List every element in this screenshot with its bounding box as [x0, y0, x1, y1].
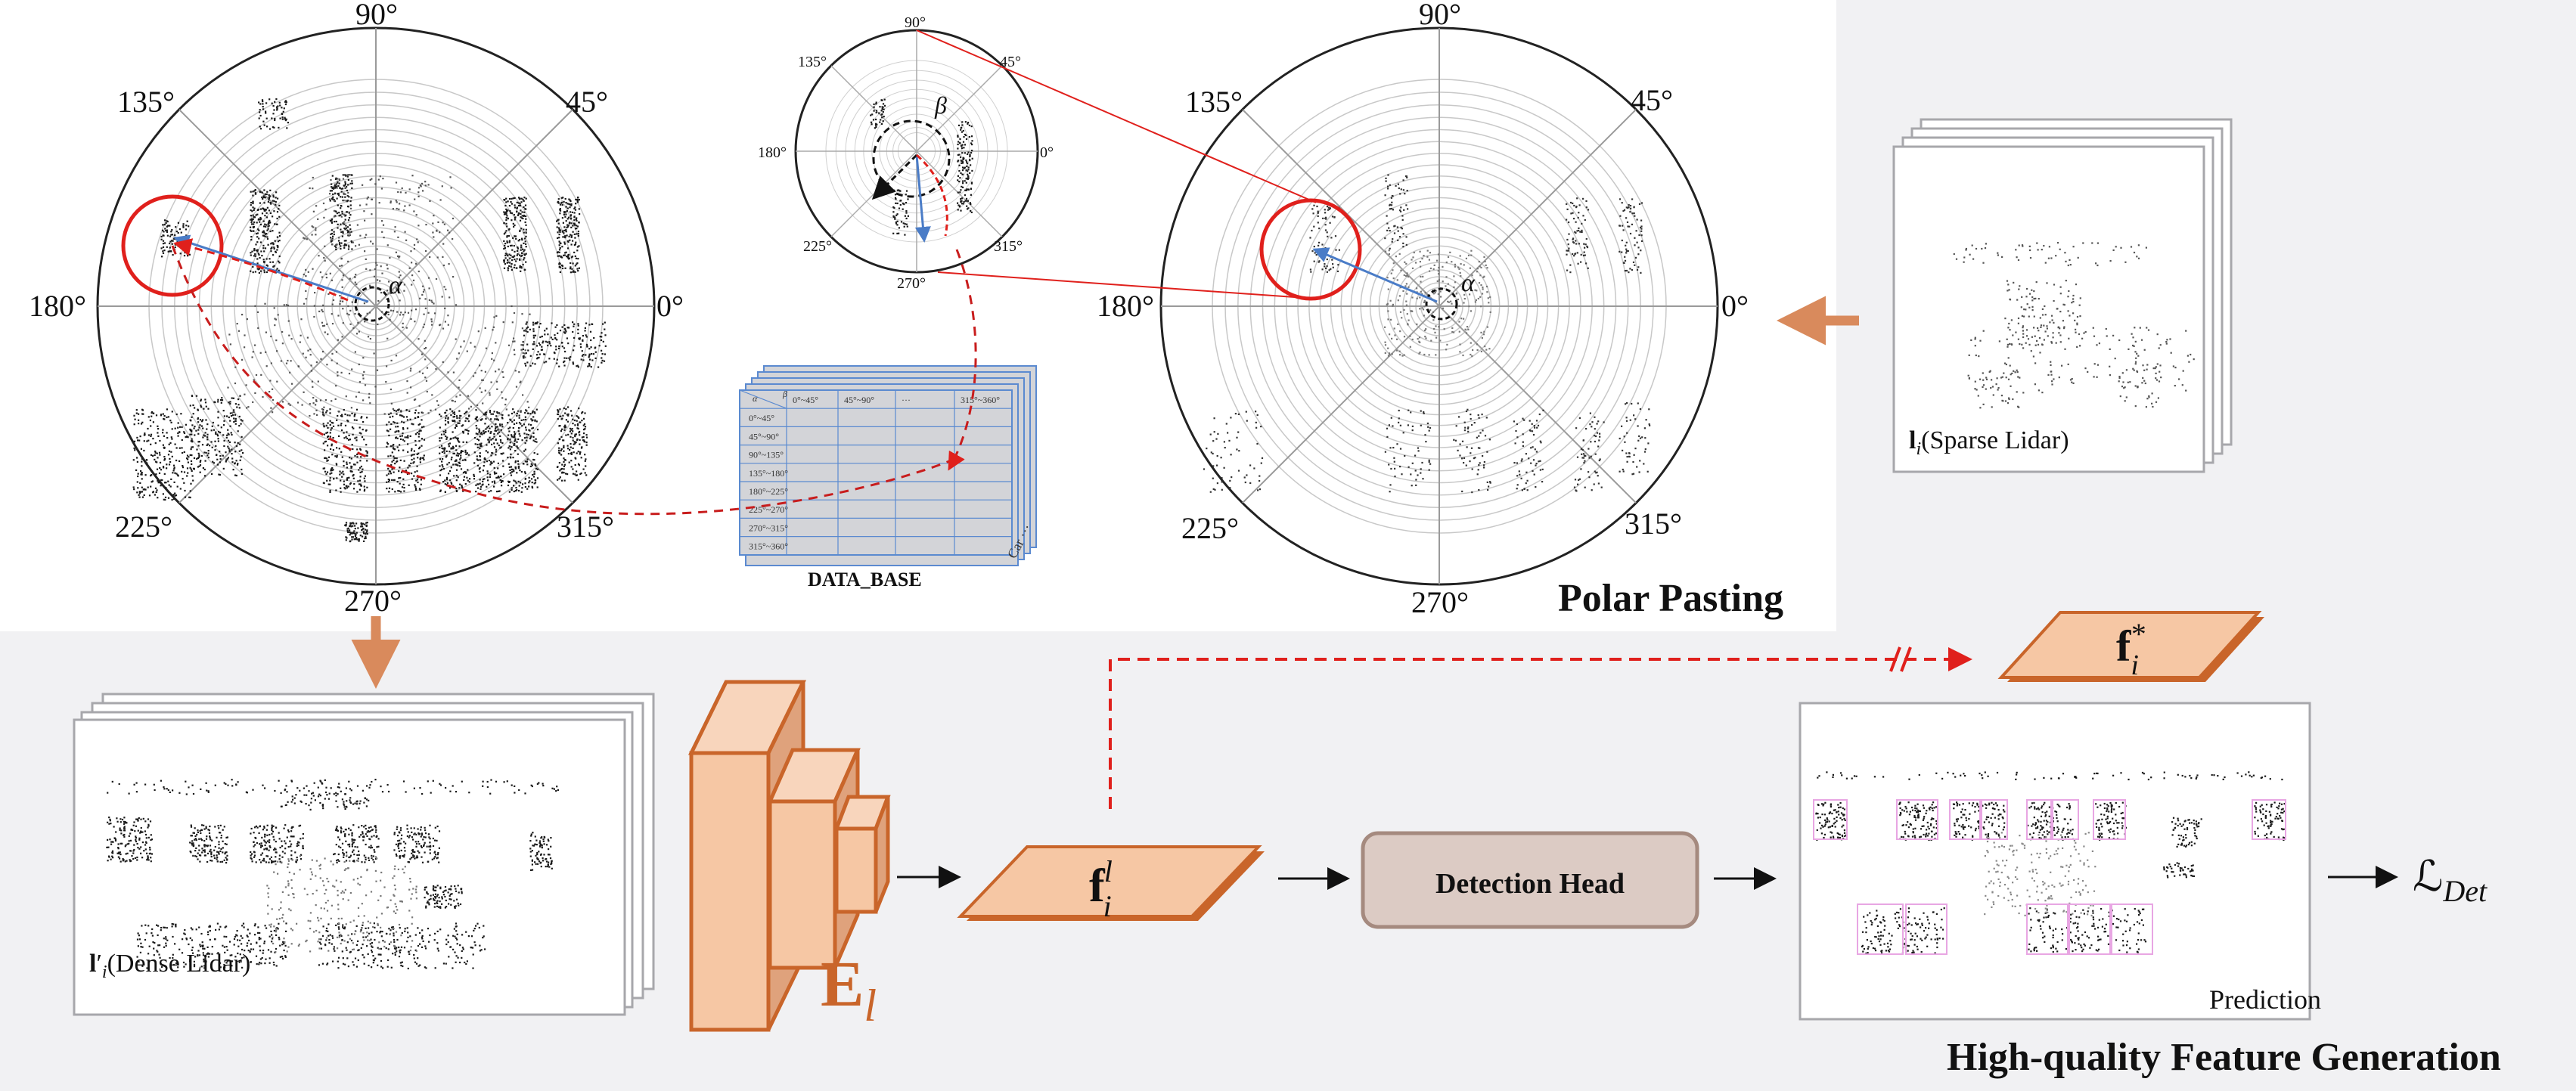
- database-stack: α β 0°~45° 45°~90° ··· 315°~360° 0°~45° 45°~…: [740, 366, 1036, 590]
- small-angle-90: 90°: [905, 14, 926, 31]
- db-column-header: 45°~90°: [844, 395, 874, 405]
- db-row-header: 0°~45°: [749, 413, 774, 423]
- encoder-block-medium: [770, 801, 835, 968]
- small-angle-0: 0°: [1040, 144, 1054, 161]
- left-angle-270: 270°: [344, 584, 402, 618]
- teacher-feature-map: fi*: [2001, 612, 2264, 682]
- right-angle-45: 45°: [1631, 83, 1673, 117]
- detection-head-label: Detection Head: [1435, 868, 1625, 900]
- db-row-header: 45°~90°: [749, 431, 779, 442]
- db-column-header: 315°~360°: [961, 395, 1000, 405]
- db-column-header: ···: [902, 395, 911, 405]
- student-feature-map: fil: [961, 847, 1265, 923]
- right-polar-plot: α 90° 45° 0° 315° 270° 225° 180° 135°: [1097, 0, 1749, 619]
- db-row-header: 135°~180°: [749, 468, 788, 479]
- db-row-header: 315°~360°: [749, 541, 788, 552]
- left-angle-135: 135°: [117, 85, 175, 119]
- encoder-blocks: El: [691, 682, 888, 1031]
- feature-generation-title: High-quality Feature Generation: [1947, 1036, 2501, 1079]
- encoder-label: El: [821, 947, 877, 1031]
- left-angle-0: 0°: [656, 289, 684, 323]
- right-angle-315: 315°: [1625, 507, 1682, 541]
- left-angle-315: 315°: [557, 510, 614, 544]
- right-angle-135: 135°: [1185, 85, 1243, 119]
- polar-pasting-title: Polar Pasting: [1558, 577, 1783, 620]
- left-angle-45: 45°: [566, 85, 608, 119]
- prediction-frame: [1800, 703, 2310, 1019]
- db-header-alpha: α: [753, 393, 758, 404]
- right-angle-90: 90°: [1419, 0, 1461, 31]
- right-angle-225: 225°: [1181, 511, 1239, 545]
- sparse-lidar-frame: [1894, 147, 2204, 472]
- left-angle-225: 225°: [115, 510, 172, 544]
- db-row-header: 180°~225°: [749, 486, 788, 497]
- sparse-lidar-stack: li(Sparse Lidar): [1894, 119, 2231, 472]
- small-angle-270: 270°: [897, 275, 926, 292]
- right-angle-270: 270°: [1411, 585, 1469, 619]
- database-label: DATA_BASE: [808, 569, 922, 590]
- sparse-lidar-caption: li(Sparse Lidar): [1909, 426, 2069, 459]
- small-beta-label: β: [934, 91, 947, 119]
- prediction-panel: Prediction: [1800, 703, 2321, 1019]
- detection-loss-label: ℒDet: [2413, 854, 2488, 908]
- right-angle-0: 0°: [1721, 289, 1749, 323]
- small-angle-225: 225°: [803, 238, 832, 255]
- left-angle-180: 180°: [29, 289, 86, 323]
- small-angle-180: 180°: [758, 144, 787, 161]
- left-alpha-label: α: [389, 271, 403, 299]
- right-angle-180: 180°: [1097, 289, 1154, 323]
- dense-lidar-stack: l′i(Dense Lidar): [74, 694, 653, 1015]
- encoder-block-large: [691, 753, 768, 1030]
- small-angle-135: 135°: [798, 54, 827, 70]
- db-row-header: 270°~315°: [749, 522, 788, 533]
- db-column-header: 0°~45°: [793, 395, 818, 405]
- db-header-beta: β: [782, 389, 787, 399]
- right-alpha-label: α: [1461, 269, 1476, 297]
- encoder-block-small: [836, 829, 876, 912]
- dense-lidar-caption: l′i(Dense Lidar): [89, 950, 250, 982]
- small-angle-315: 315°: [994, 238, 1023, 255]
- left-polar-plot: α 90° 45° 0° 315° 270° 225° 180° 135°: [29, 0, 684, 618]
- left-angle-90: 90°: [355, 0, 398, 31]
- db-row-header: 90°~135°: [749, 450, 784, 460]
- prediction-label: Prediction: [2209, 984, 2321, 1015]
